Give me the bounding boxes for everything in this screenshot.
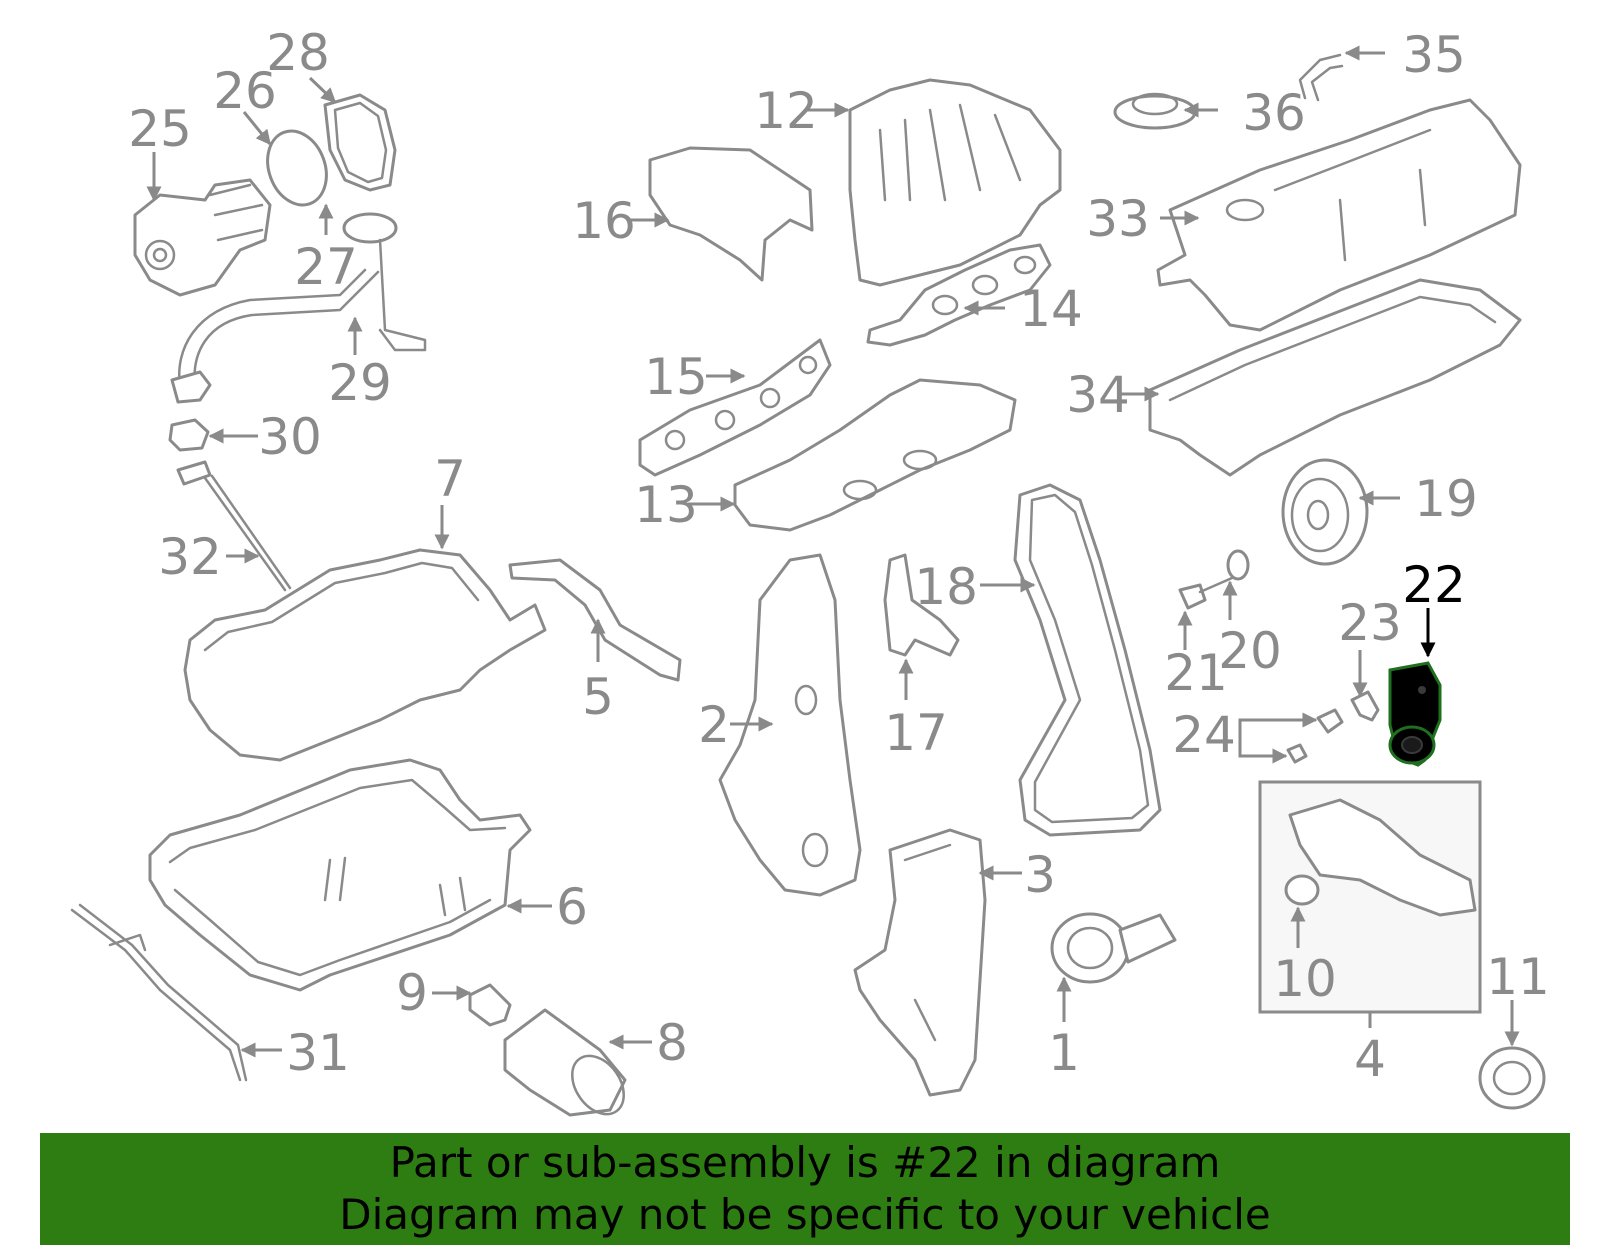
part-26-seal (266, 129, 328, 207)
callout-5[interactable]: 5 (582, 668, 614, 726)
callout-30[interactable]: 30 (258, 408, 322, 466)
callout-15[interactable]: 15 (644, 348, 708, 406)
callout-35[interactable]: 35 (1402, 26, 1466, 84)
part-11-seal (1478, 1046, 1546, 1110)
part-28-gasket (323, 93, 397, 192)
part-23-clip (1350, 690, 1380, 722)
callout-20[interactable]: 20 (1218, 622, 1282, 680)
part-36-filler-cap (1113, 92, 1197, 130)
part-6-oil-pan (148, 758, 532, 992)
callout-36[interactable]: 36 (1242, 84, 1306, 142)
callout-labels: 1 2 3 4 5 6 7 8 9 10 11 12 13 14 15 16 1… (128, 24, 1550, 1088)
callout-14[interactable]: 14 (1019, 280, 1083, 338)
part-3-lower-cover (853, 828, 987, 1097)
callout-9[interactable]: 9 (396, 964, 428, 1022)
banner-line-2: Diagram may not be specific to your vehi… (339, 1190, 1271, 1239)
part-9-fitting (468, 983, 512, 1027)
banner-line-1: Part or sub-assembly is #22 in diagram (389, 1138, 1221, 1187)
part-25-water-pump (133, 178, 272, 297)
info-banner: Part or sub-assembly is #22 in diagram D… (40, 1133, 1570, 1245)
callout-8[interactable]: 8 (656, 1014, 688, 1072)
part-21-bolt (1178, 576, 1234, 610)
callout-29[interactable]: 29 (328, 354, 392, 412)
part-16-heat-shield (648, 146, 814, 282)
callout-32[interactable]: 32 (158, 528, 222, 586)
part-20-washer (1226, 549, 1250, 581)
callout-2[interactable]: 2 (698, 696, 730, 754)
part-17-bracket (883, 553, 960, 657)
part-33-valve-cover (1156, 98, 1522, 332)
callout-12[interactable]: 12 (754, 82, 818, 140)
callout-10[interactable]: 10 (1273, 950, 1337, 1008)
callout-22-highlighted[interactable]: 22 (1402, 556, 1466, 614)
part-15-gasket (638, 338, 832, 477)
callout-33[interactable]: 33 (1086, 190, 1150, 248)
leader-arrows (146, 45, 1520, 1058)
part-22-tensioner-highlighted[interactable] (1388, 661, 1442, 767)
callout-26[interactable]: 26 (213, 62, 277, 120)
part-14-gasket (866, 243, 1052, 347)
part-24-bolts (1286, 708, 1344, 764)
part-7-oil-pan-gasket (183, 548, 547, 762)
part-1-crankshaft-sprocket (1050, 912, 1177, 984)
part-35-hose (1298, 53, 1344, 102)
part-34-gasket (1148, 278, 1522, 477)
callout-17[interactable]: 17 (884, 704, 948, 762)
callout-6[interactable]: 6 (556, 878, 588, 936)
part-12-intake-manifold (848, 78, 1062, 287)
part-18-timing-belt (1013, 483, 1162, 837)
callout-4[interactable]: 4 (1354, 1030, 1386, 1088)
callout-11[interactable]: 11 (1486, 948, 1550, 1006)
callout-3[interactable]: 3 (1024, 846, 1056, 904)
callout-23[interactable]: 23 (1338, 594, 1402, 652)
callout-31[interactable]: 31 (286, 1024, 350, 1082)
callout-21[interactable]: 21 (1164, 644, 1228, 702)
part-32-dipstick (176, 460, 292, 592)
callout-24[interactable]: 24 (1172, 706, 1236, 764)
callout-1[interactable]: 1 (1048, 1024, 1080, 1082)
callout-16[interactable]: 16 (572, 192, 636, 250)
part-8-oil-filter (503, 1008, 627, 1117)
callout-27[interactable]: 27 (294, 238, 358, 296)
callout-13[interactable]: 13 (634, 476, 698, 534)
callout-28[interactable]: 28 (266, 24, 330, 82)
callout-25[interactable]: 25 (128, 100, 192, 158)
callout-19[interactable]: 19 (1414, 470, 1478, 528)
callout-7[interactable]: 7 (434, 450, 466, 508)
part-2-timing-cover (718, 553, 862, 897)
part-30-gasket (168, 418, 210, 452)
callout-18[interactable]: 18 (914, 558, 978, 616)
callout-34[interactable]: 34 (1066, 366, 1130, 424)
part-29-oil-pickup (170, 212, 427, 404)
part-4-kit-box (1258, 780, 1482, 1028)
part-13-exhaust-manifold (733, 378, 1017, 532)
part-19-camshaft-sprocket (1281, 458, 1369, 566)
